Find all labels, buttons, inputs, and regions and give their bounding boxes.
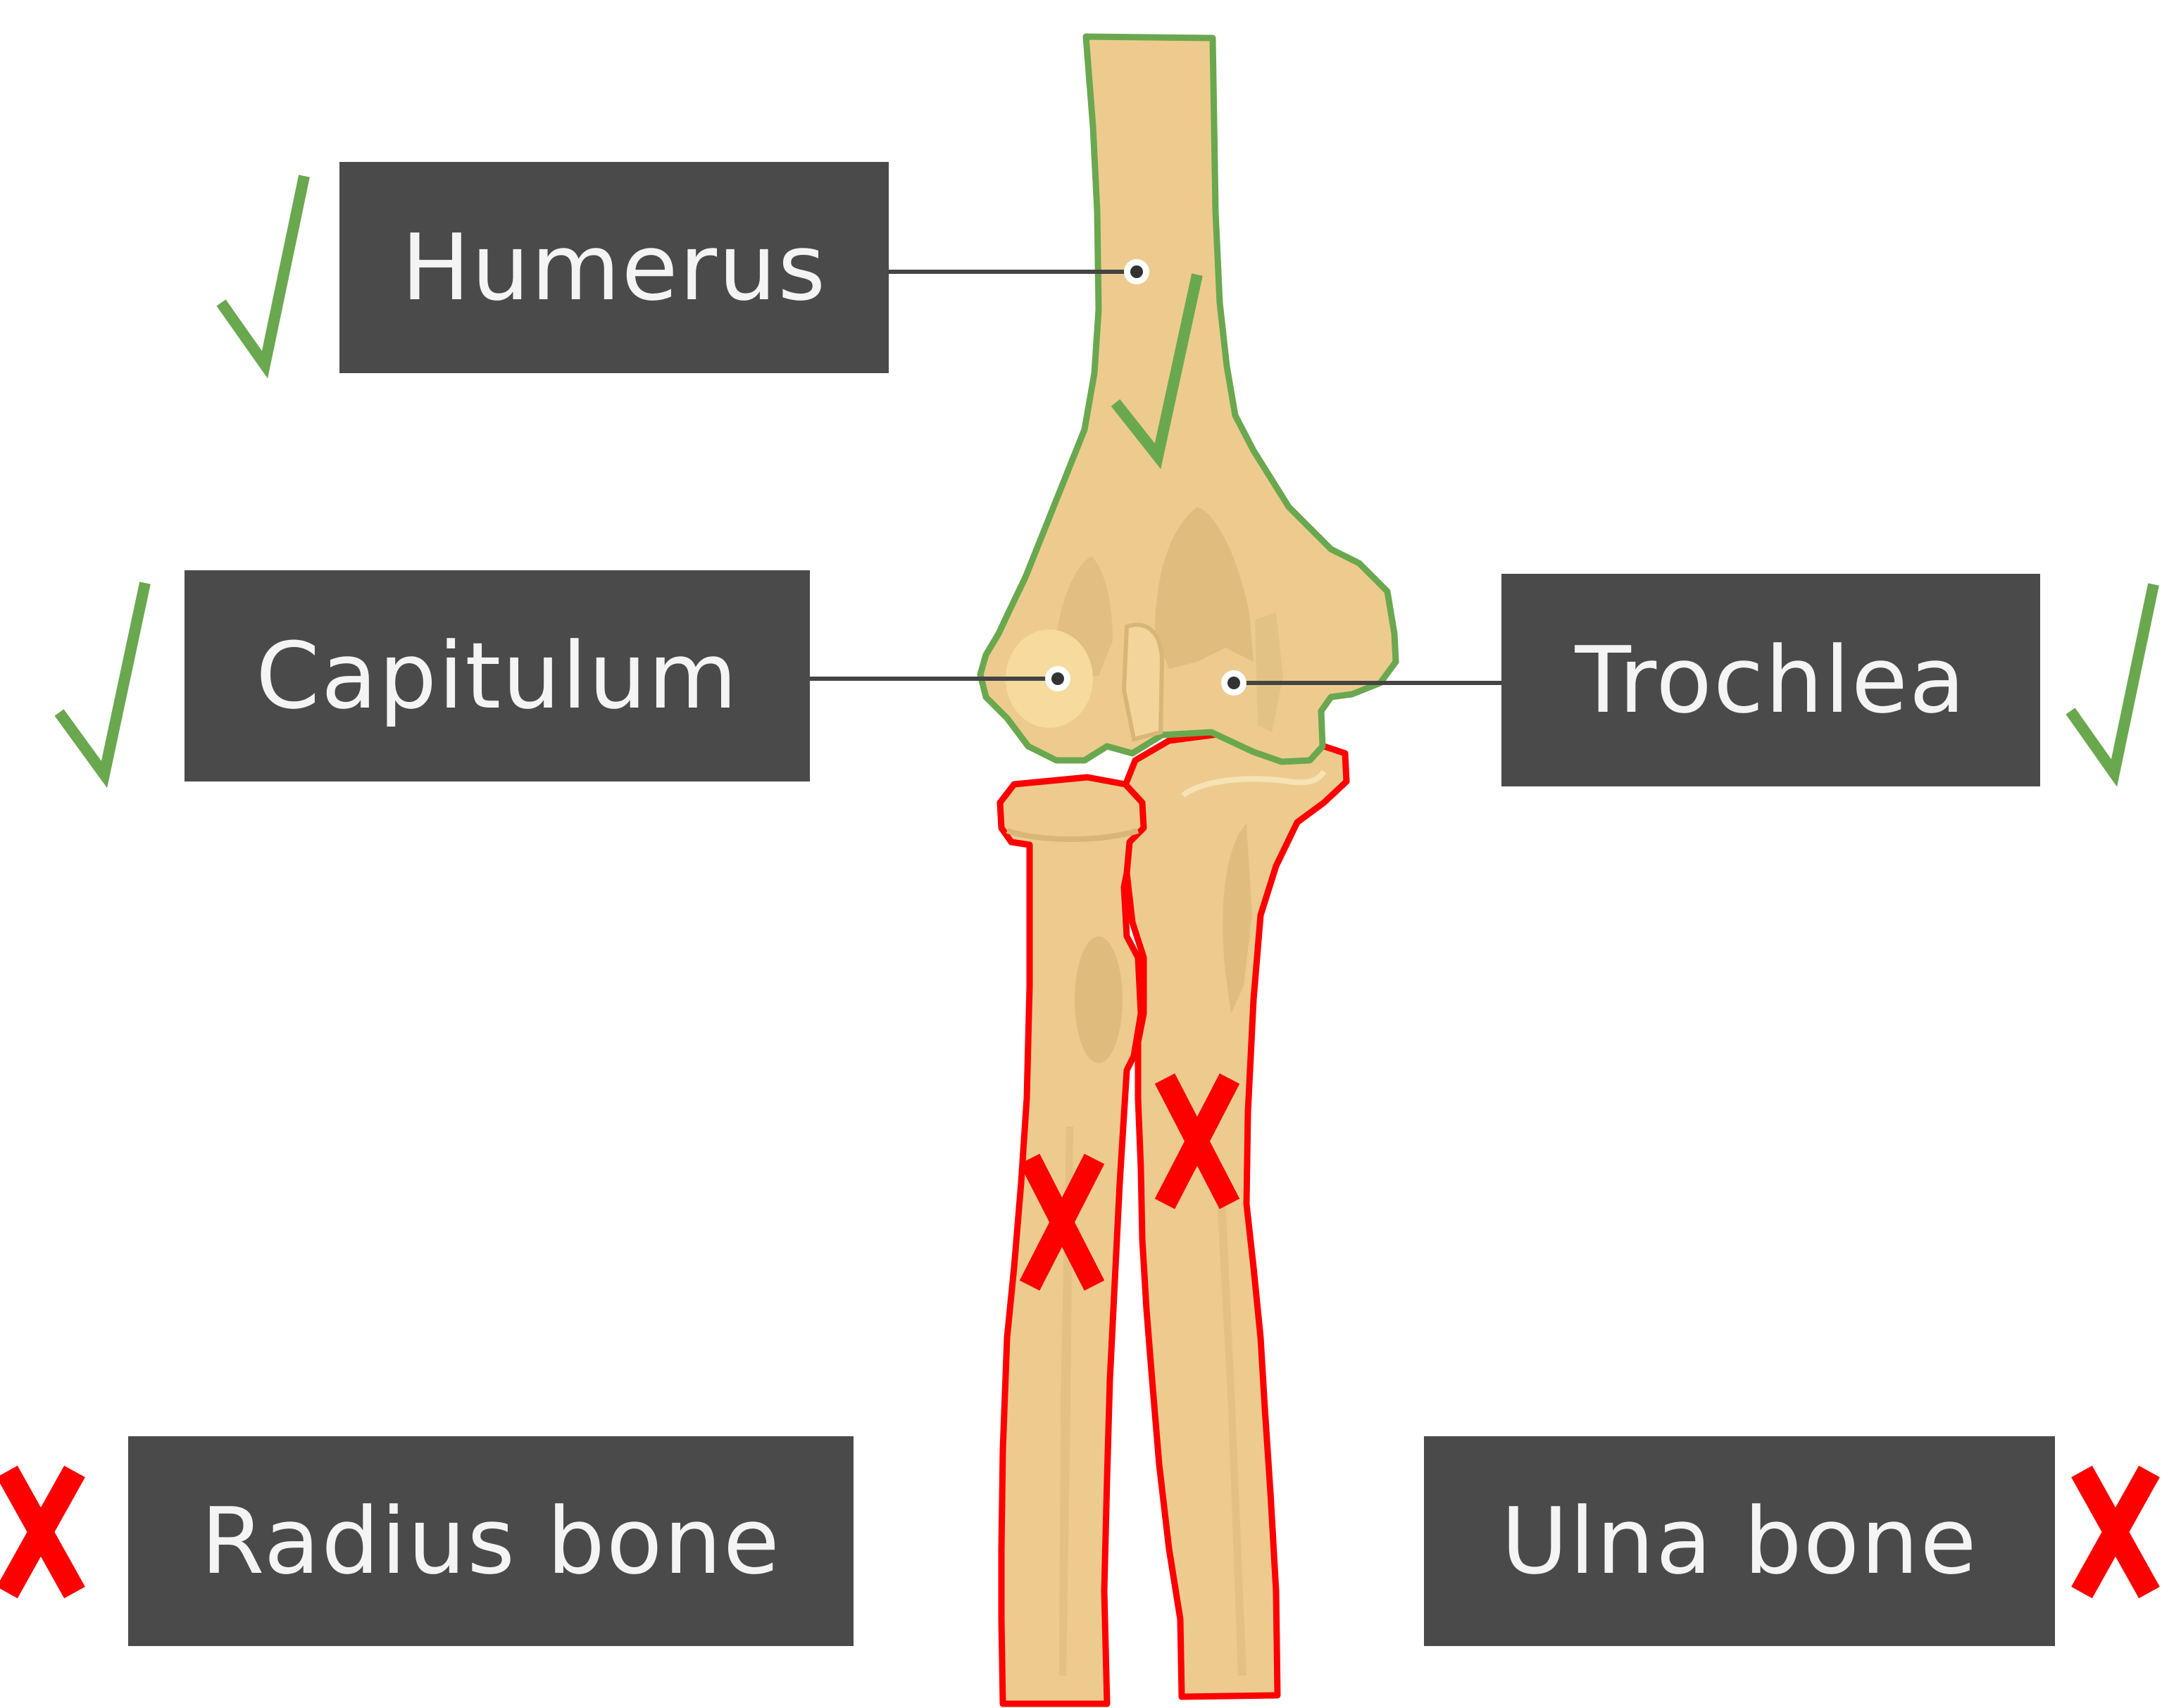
capitulum-label-text: Capitulum: [256, 622, 739, 729]
radial-tuberosity: [1075, 936, 1123, 1063]
medial-epicondyle-shading: [1255, 613, 1283, 732]
humerus-fossa-shading: [1155, 507, 1254, 669]
trochlea-label: Trochlea: [1501, 574, 2040, 786]
humerus-label: Humerus: [339, 162, 889, 373]
capitulum-label: Capitulum: [185, 570, 810, 781]
radius-x-icon: [0, 1465, 85, 1599]
humerus-pointer-core: [1130, 265, 1143, 278]
ulna-x-icon: [2071, 1465, 2160, 1599]
ulna-shading: [1223, 824, 1252, 1014]
humerus-check-icon: [216, 175, 310, 379]
trochlea-check-icon: [2066, 583, 2159, 787]
radius-head-band: [1006, 828, 1139, 842]
radius-label: Radius bone: [128, 1436, 854, 1646]
trochlea-label-text: Trochlea: [1575, 627, 1967, 734]
radius-shaft-shading: [1059, 1126, 1073, 1676]
capitulum-check-icon: [54, 582, 151, 789]
ulna-label: Ulna bone: [1424, 1436, 2055, 1646]
trochlea-pointer-core: [1227, 677, 1240, 689]
humerus-label-text: Humerus: [401, 214, 827, 321]
humerus-bone-check-icon: [1111, 273, 1203, 470]
radius-bone-x-icon: [1019, 1153, 1105, 1291]
radius-label-text: Radius bone: [201, 1488, 781, 1595]
ulna-shaft-shading: [1217, 1197, 1246, 1676]
olecranon-rim: [1181, 770, 1327, 798]
ulna-bone-x-icon: [1154, 1073, 1240, 1210]
trochlea-groove: [1121, 622, 1165, 742]
capitulum-pointer-core: [1051, 672, 1064, 685]
ulna-label-text: Ulna bone: [1501, 1488, 1978, 1595]
